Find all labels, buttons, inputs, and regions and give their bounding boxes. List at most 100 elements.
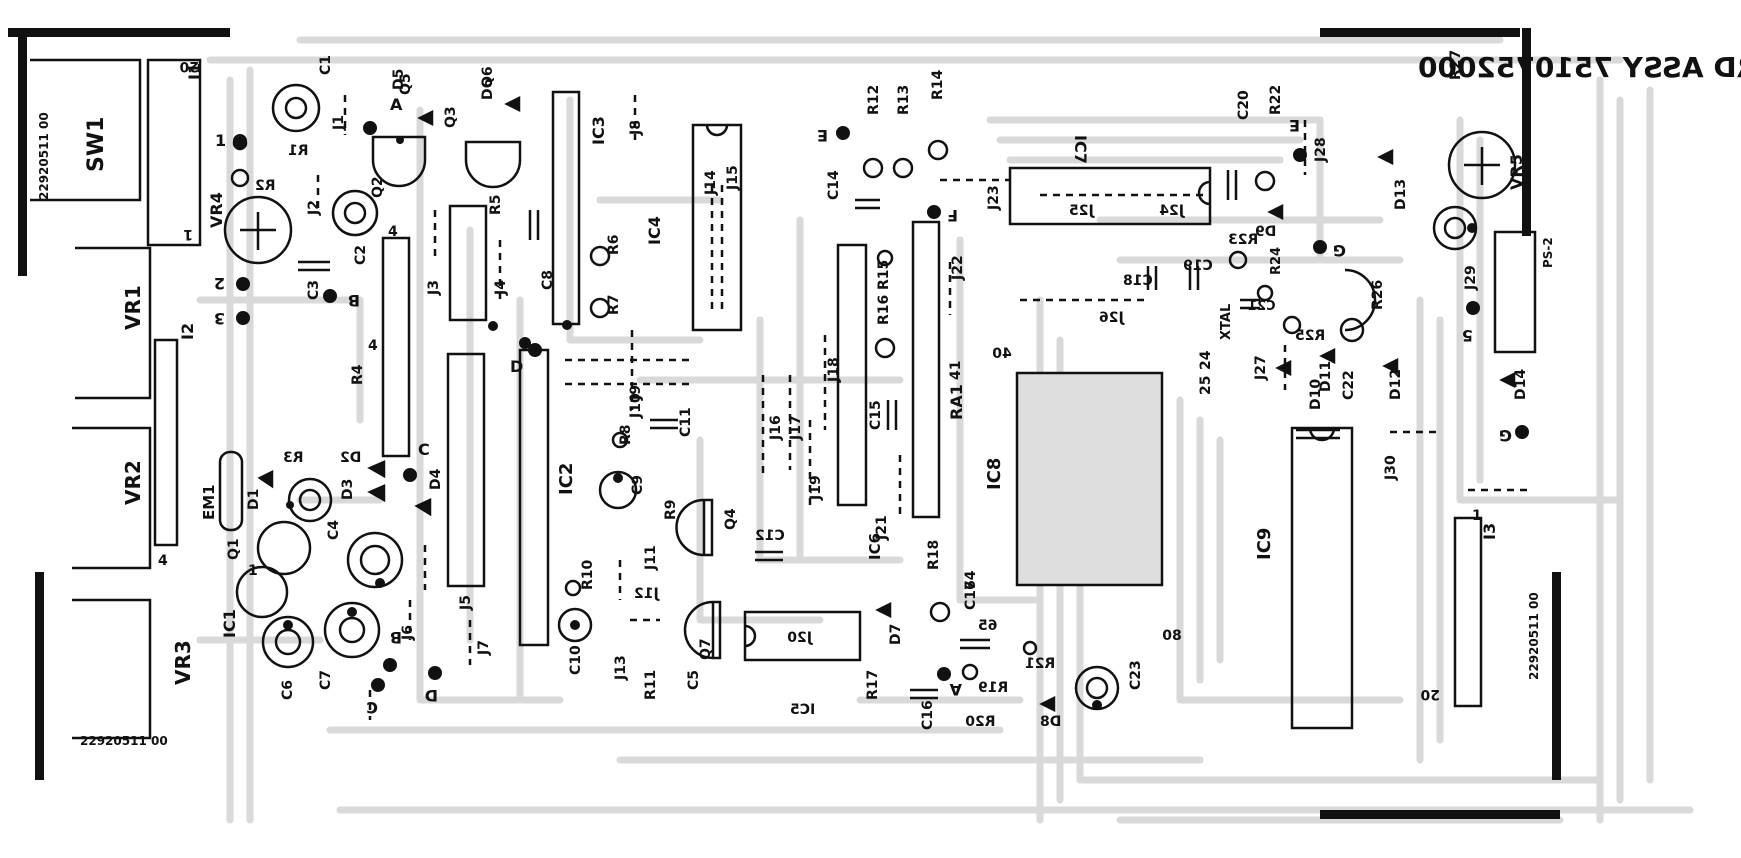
ic5-notch [744,624,757,648]
tp-g2 [1515,425,1529,439]
label-d11: D11 [1318,361,1334,392]
label-d10: D10 [1308,379,1324,410]
tp-b-bottom [383,658,397,672]
r26-pad [1339,317,1365,343]
c11-plates [650,418,678,430]
part-number-top: 22920511 00 [37,112,51,200]
tp-c23 [1092,700,1102,710]
tp-b-top [323,289,337,303]
header-left-i2 [153,338,179,547]
label-tp-a: A [390,95,403,114]
label-tp-a2: A [949,680,962,699]
tp-c [403,468,417,482]
q7-body [675,498,714,557]
label-j3: J3 [426,280,442,296]
label-r20: R20 [965,714,996,730]
label-r22: R22 [1268,85,1284,115]
label-r27: R27 [1448,50,1464,80]
label-c3: C3 [306,280,322,300]
r13-pad [892,157,914,179]
d14-diode [1499,371,1516,389]
label-j26: J26 [1099,310,1125,326]
label-r21: R21 [1025,656,1055,672]
label-vr3: VR3 [171,640,195,685]
ic1-body [235,565,289,619]
label-j30: J30 [1383,455,1399,481]
c2-body [331,189,379,237]
pin-41: 41 [948,361,964,380]
small-parts [257,95,1516,713]
label-c5: C5 [686,670,702,690]
pin-64: 64 [963,570,979,590]
components [30,58,1537,740]
c10-body [557,607,593,643]
label-r8: R8 [618,424,634,445]
label-j14: J14 [703,170,719,196]
bracket-bottom-left [35,572,44,780]
tp-f [927,205,941,219]
label-j4: J4 [493,280,509,296]
bracket-bottom-right-leg [1552,572,1561,780]
label-j5: J5 [458,595,474,611]
label-c21: C21 [1248,299,1276,314]
label-c10: C10 [568,645,584,675]
tp-c4 [375,578,385,588]
label-j6: J6 [400,625,416,641]
j1-connector [381,236,411,458]
r24-pad [1256,284,1274,302]
d13-diode [1377,148,1394,166]
label-tp-d: D [510,357,523,376]
mounting-brackets [8,28,1561,819]
label-r6: R6 [606,234,622,255]
c14-plates [855,198,880,210]
ic9-notch [1308,427,1336,442]
header-top-left [146,58,202,247]
em1-body [218,450,244,532]
label-i2: I2 [178,323,197,340]
tp-c10 [570,620,580,630]
bracket-bottom-right [1320,810,1560,819]
d3-diode [367,484,386,503]
d2-diode [367,460,386,479]
ic2-body [518,348,550,647]
label-d8: D8 [1040,714,1061,730]
labels: PS-2 ET BOARD ASSY 7510752000 22920511 0… [37,50,1741,748]
label-d3: D3 [340,479,356,500]
label-d1: D1 [246,489,262,510]
c22-plates [1296,428,1340,440]
tp-q5 [396,136,404,144]
d11-diode [1319,347,1336,365]
label-c1: C1 [318,55,334,75]
label-c22: C22 [1341,370,1357,400]
label-vr4: VR4 [207,192,226,228]
label-j12: J12 [634,586,660,602]
copper-traces [196,36,1694,824]
tp-c-bottom [371,678,385,692]
label-c9: C9 [630,475,646,495]
r22-pad [1254,170,1276,192]
tp-d [528,343,542,357]
label-tp-c: C [418,440,430,459]
tp-2 [236,277,250,291]
vr4-wiper [240,212,276,250]
tp-c24 [1467,223,1477,233]
label-r17: R17 [865,670,881,700]
label-j10: J10 [628,393,644,419]
c9-body [598,470,638,510]
label-j28: J28 [1313,137,1329,163]
r7-pad [589,297,611,319]
label-xtal: XTAL [1219,304,1234,340]
label-c11: C11 [678,407,694,437]
d9-diode [1267,203,1284,221]
vr2-outline [72,426,152,570]
pin-4-r4: 4 [368,338,378,354]
label-j19: J19 [808,475,824,501]
tp-d1 [286,501,294,509]
tp-ic2 [562,320,572,330]
pin-1-i3: 1 [1472,508,1482,524]
label-j23: J23 [986,185,1002,211]
r6-pad [589,245,611,267]
vr5-wiper [1464,147,1500,185]
label-tp-e: E [817,126,828,145]
